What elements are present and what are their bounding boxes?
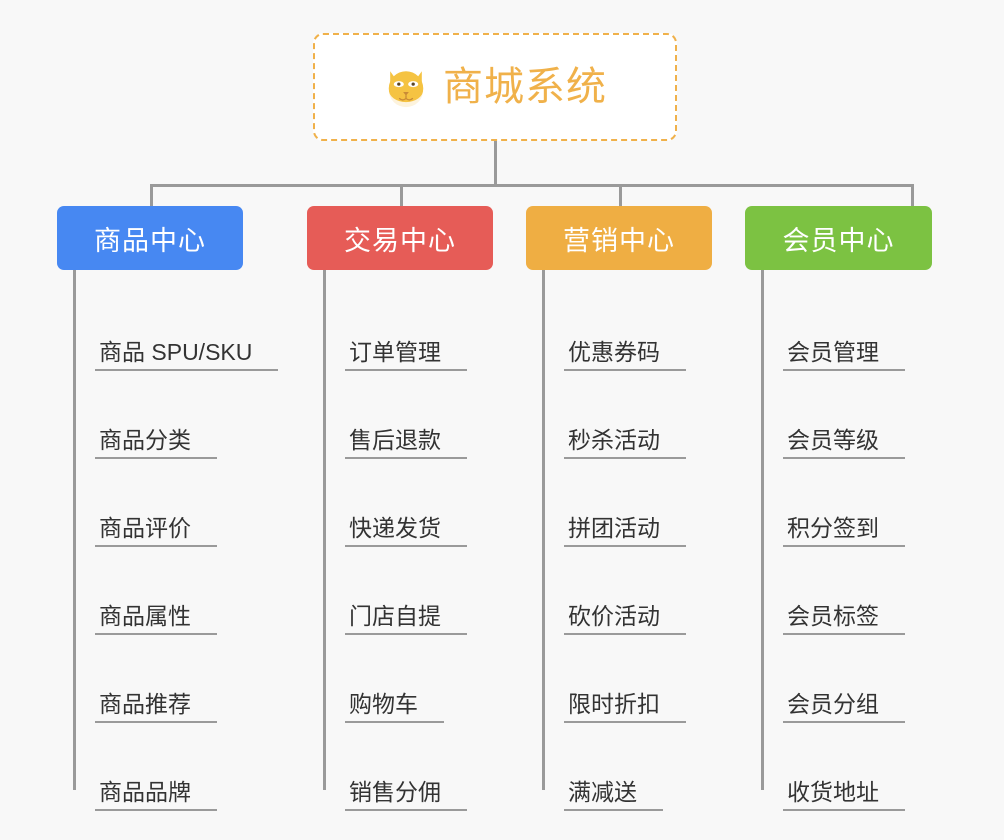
branch-item-label: 商品推荐 <box>95 691 217 723</box>
branch-item[interactable]: 优惠券码 <box>542 283 686 371</box>
branch-header-3[interactable]: 营销中心 <box>526 206 712 270</box>
branch-item-label: 满减送 <box>564 779 663 811</box>
branch-item[interactable]: 拼团活动 <box>542 459 686 547</box>
branch-item-label: 限时折扣 <box>564 691 686 723</box>
branch-item[interactable]: 砍价活动 <box>542 547 686 635</box>
connector-horizontal-bus <box>152 184 914 187</box>
branch-item-label: 订单管理 <box>345 339 467 371</box>
branch-item-label: 快递发货 <box>345 515 467 547</box>
branch-header-2[interactable]: 交易中心 <box>307 206 493 270</box>
branch-header-label: 商品中心 <box>94 225 206 256</box>
branch-item[interactable]: 会员分组 <box>761 635 905 723</box>
branch-header-label: 营销中心 <box>563 225 675 256</box>
branch-item-label: 商品评价 <box>95 515 217 547</box>
branch-item[interactable]: 收货地址 <box>761 723 905 811</box>
branch-item-label: 商品分类 <box>95 427 217 459</box>
branch-item-label: 商品品牌 <box>95 779 217 811</box>
branch-item-label: 会员标签 <box>783 603 905 635</box>
branch-item-label: 积分签到 <box>783 515 905 547</box>
branch-header-label: 会员中心 <box>782 225 895 256</box>
branch-item-label: 售后退款 <box>345 427 467 459</box>
branch-trunk-line-2 <box>323 270 326 790</box>
branch-trunk-line-4 <box>761 270 764 790</box>
connector-drop-4 <box>911 184 914 208</box>
branch-item[interactable]: 快递发货 <box>323 459 467 547</box>
root-node-shop-system[interactable]: 商城系统 <box>313 33 677 141</box>
branch-header-1[interactable]: 商品中心 <box>57 206 243 270</box>
branch-item[interactable]: 门店自提 <box>323 547 467 635</box>
connector-drop-3 <box>619 184 622 208</box>
branch-item[interactable]: 商品属性 <box>73 547 217 635</box>
branch-item[interactable]: 积分签到 <box>761 459 905 547</box>
branch-item[interactable]: 商品 SPU/SKU <box>73 283 279 371</box>
branch-item[interactable]: 会员等级 <box>761 371 905 459</box>
connector-root-stem <box>494 141 497 186</box>
branch-item-label: 销售分佣 <box>345 779 467 811</box>
connector-drop-2 <box>400 184 403 208</box>
branch-item-label: 会员管理 <box>783 339 905 371</box>
branch-item-label: 购物车 <box>345 691 444 723</box>
branch-item-label: 拼团活动 <box>564 515 686 547</box>
branch-item-label: 优惠券码 <box>564 339 686 371</box>
branch-item[interactable]: 会员标签 <box>761 547 905 635</box>
branch-item[interactable]: 商品分类 <box>73 371 217 459</box>
branch-header-label: 交易中心 <box>344 225 456 256</box>
branch-item-label: 商品 SPU/SKU <box>95 339 279 371</box>
branch-item-label: 门店自提 <box>345 603 467 635</box>
branch-item[interactable]: 商品评价 <box>73 459 217 547</box>
branch-item[interactable]: 售后退款 <box>323 371 467 459</box>
branch-item-label: 秒杀活动 <box>564 427 686 459</box>
branch-item-label: 砍价活动 <box>564 603 686 635</box>
branch-item[interactable]: 会员管理 <box>761 283 905 371</box>
branch-trunk-line-3 <box>542 270 545 790</box>
branch-trunk-line-1 <box>73 270 76 790</box>
branch-item-label: 收货地址 <box>783 779 905 811</box>
branch-item[interactable]: 商品品牌 <box>73 723 217 811</box>
branch-item[interactable]: 限时折扣 <box>542 635 686 723</box>
shiba-dog-face-icon <box>388 71 424 108</box>
branch-item-label: 会员等级 <box>783 427 905 459</box>
branch-item[interactable]: 满减送 <box>542 723 663 811</box>
connector-drop-1 <box>150 184 153 208</box>
branch-item[interactable]: 秒杀活动 <box>542 371 686 459</box>
branch-item[interactable]: 订单管理 <box>323 283 467 371</box>
branch-item[interactable]: 商品推荐 <box>73 635 217 723</box>
root-node-title: 商城系统 <box>443 65 607 109</box>
branch-item-label: 会员分组 <box>783 691 905 723</box>
branch-item-label: 商品属性 <box>95 603 217 635</box>
branch-header-4[interactable]: 会员中心 <box>745 206 932 270</box>
branch-item[interactable]: 购物车 <box>323 635 444 723</box>
branch-item[interactable]: 销售分佣 <box>323 723 467 811</box>
